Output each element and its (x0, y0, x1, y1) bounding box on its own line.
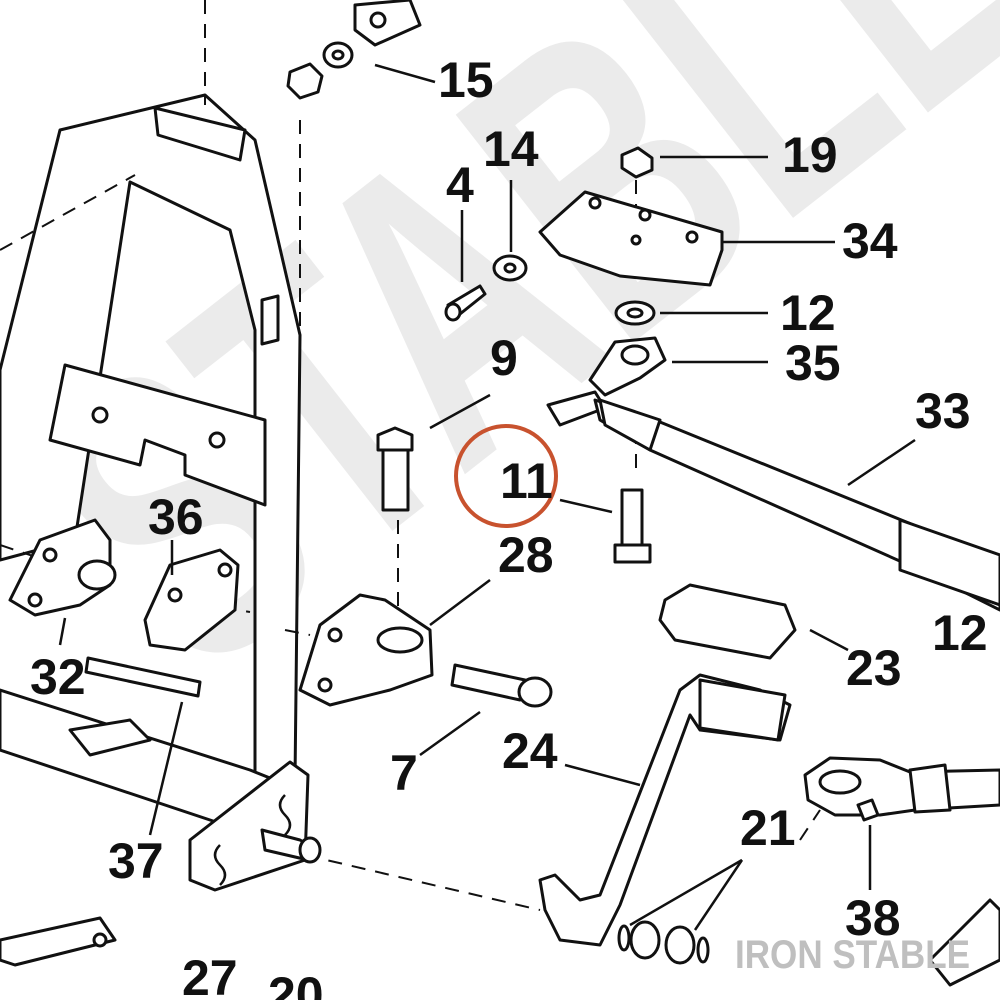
part-28-hole-1 (317, 677, 333, 693)
part-15-washer-hole (331, 49, 345, 61)
part-7-bolt (450, 663, 527, 702)
part-35-rod-end-eye (620, 344, 650, 366)
callout-21: 21 (740, 800, 796, 856)
part-4-screw-head (444, 302, 462, 322)
callout-28: 28 (498, 527, 554, 583)
part-15-castle-nut (286, 62, 324, 100)
callout-numbers: 15 4 14 19 34 12 35 9 33 11 36 28 12 23 … (30, 52, 988, 1000)
part-12-rod-end-lower (803, 756, 1000, 817)
callout-35: 35 (785, 335, 841, 391)
part-11-screw-head (613, 543, 652, 564)
callout-37: 37 (108, 833, 164, 889)
part-33-ferrule (598, 398, 662, 452)
part-36-clevis (143, 548, 240, 652)
part-34-hole-4 (630, 234, 642, 246)
part-33-housing (898, 518, 1000, 607)
part-12-nut-upper-hole (626, 307, 644, 319)
callout-9: 9 (490, 330, 518, 386)
callout-33: 33 (915, 383, 971, 439)
assembly-guides (0, 0, 821, 911)
frame-slot (278, 794, 292, 836)
callout-23: 23 (846, 640, 902, 696)
part-37-stud (84, 656, 202, 698)
frame-cutout (68, 718, 152, 757)
part-34-hole-1 (588, 196, 602, 210)
part-11-screw (620, 488, 644, 547)
frame-front-tube (0, 93, 302, 792)
part-36-hole-1 (167, 587, 183, 603)
callout-14: 14 (483, 121, 539, 177)
part-34-hole-2 (638, 208, 652, 222)
part-21-oring-1 (617, 924, 631, 952)
part-32-hole-1 (27, 592, 43, 608)
callout-20: 20 (268, 967, 324, 1000)
part-28-hole-2 (327, 627, 343, 643)
part-36-hole-2 (217, 562, 233, 578)
callout-12-upper: 12 (780, 285, 836, 341)
part-38-grease-fitting (856, 798, 880, 822)
callout-27: 27 (182, 950, 238, 1000)
callout-4: 4 (446, 157, 474, 213)
part-28-bore (376, 626, 424, 654)
frame-bracket-top (260, 294, 280, 346)
frame-slot-lower (213, 844, 227, 886)
part-21-bushing-1 (629, 920, 661, 960)
part-7-bolt-head (517, 676, 553, 708)
part-9-bolt-head (376, 426, 414, 452)
callout-32: 32 (30, 649, 86, 705)
callout-38: 38 (845, 890, 901, 946)
frame-footrest-tab (0, 916, 117, 967)
brand-logo-text: IRON STABLE (735, 933, 970, 977)
mount-hole-left (91, 406, 109, 424)
callout-7: 7 (390, 745, 418, 801)
part-14-washer-hole (503, 262, 517, 274)
part-23-pedal-pad (658, 583, 797, 660)
callout-12-right: 12 (932, 605, 988, 661)
right-frame-tube (928, 898, 1000, 987)
callout-15: 15 (438, 52, 494, 108)
part-32-clevis-left (8, 518, 112, 617)
part-12-hex-nut-lower (908, 763, 952, 814)
part-24-pad-mount (698, 678, 787, 742)
part-21-oring-2 (696, 936, 710, 964)
hardware (8, 0, 1000, 965)
part-24-pivot-end (298, 836, 322, 864)
callout-19: 19 (782, 127, 838, 183)
part-9-bolt (381, 448, 410, 512)
callout-36: 36 (148, 489, 204, 545)
frame-mount-plate (48, 363, 267, 507)
part-32-hole-2 (42, 547, 58, 563)
part-16-hole (369, 11, 387, 29)
callout-34: 34 (842, 213, 898, 269)
frame-gusset (153, 106, 247, 162)
mount-hole-right (208, 431, 226, 449)
highlight-ring-11 (454, 424, 558, 528)
callout-24: 24 (502, 723, 558, 779)
part-28-clevis (298, 593, 434, 707)
callout-11: 11 (500, 453, 553, 509)
part-12-rod-end-eye (818, 769, 862, 795)
frame-footrest-hole (92, 932, 108, 948)
part-32-boss (77, 559, 117, 591)
part-21-bushing-2 (664, 925, 696, 965)
frame (0, 93, 1000, 987)
part-19-nut (620, 146, 654, 179)
part-34-hole-3 (685, 230, 699, 244)
part-16-bushing (353, 0, 422, 47)
leader-lines (58, 63, 916, 931)
